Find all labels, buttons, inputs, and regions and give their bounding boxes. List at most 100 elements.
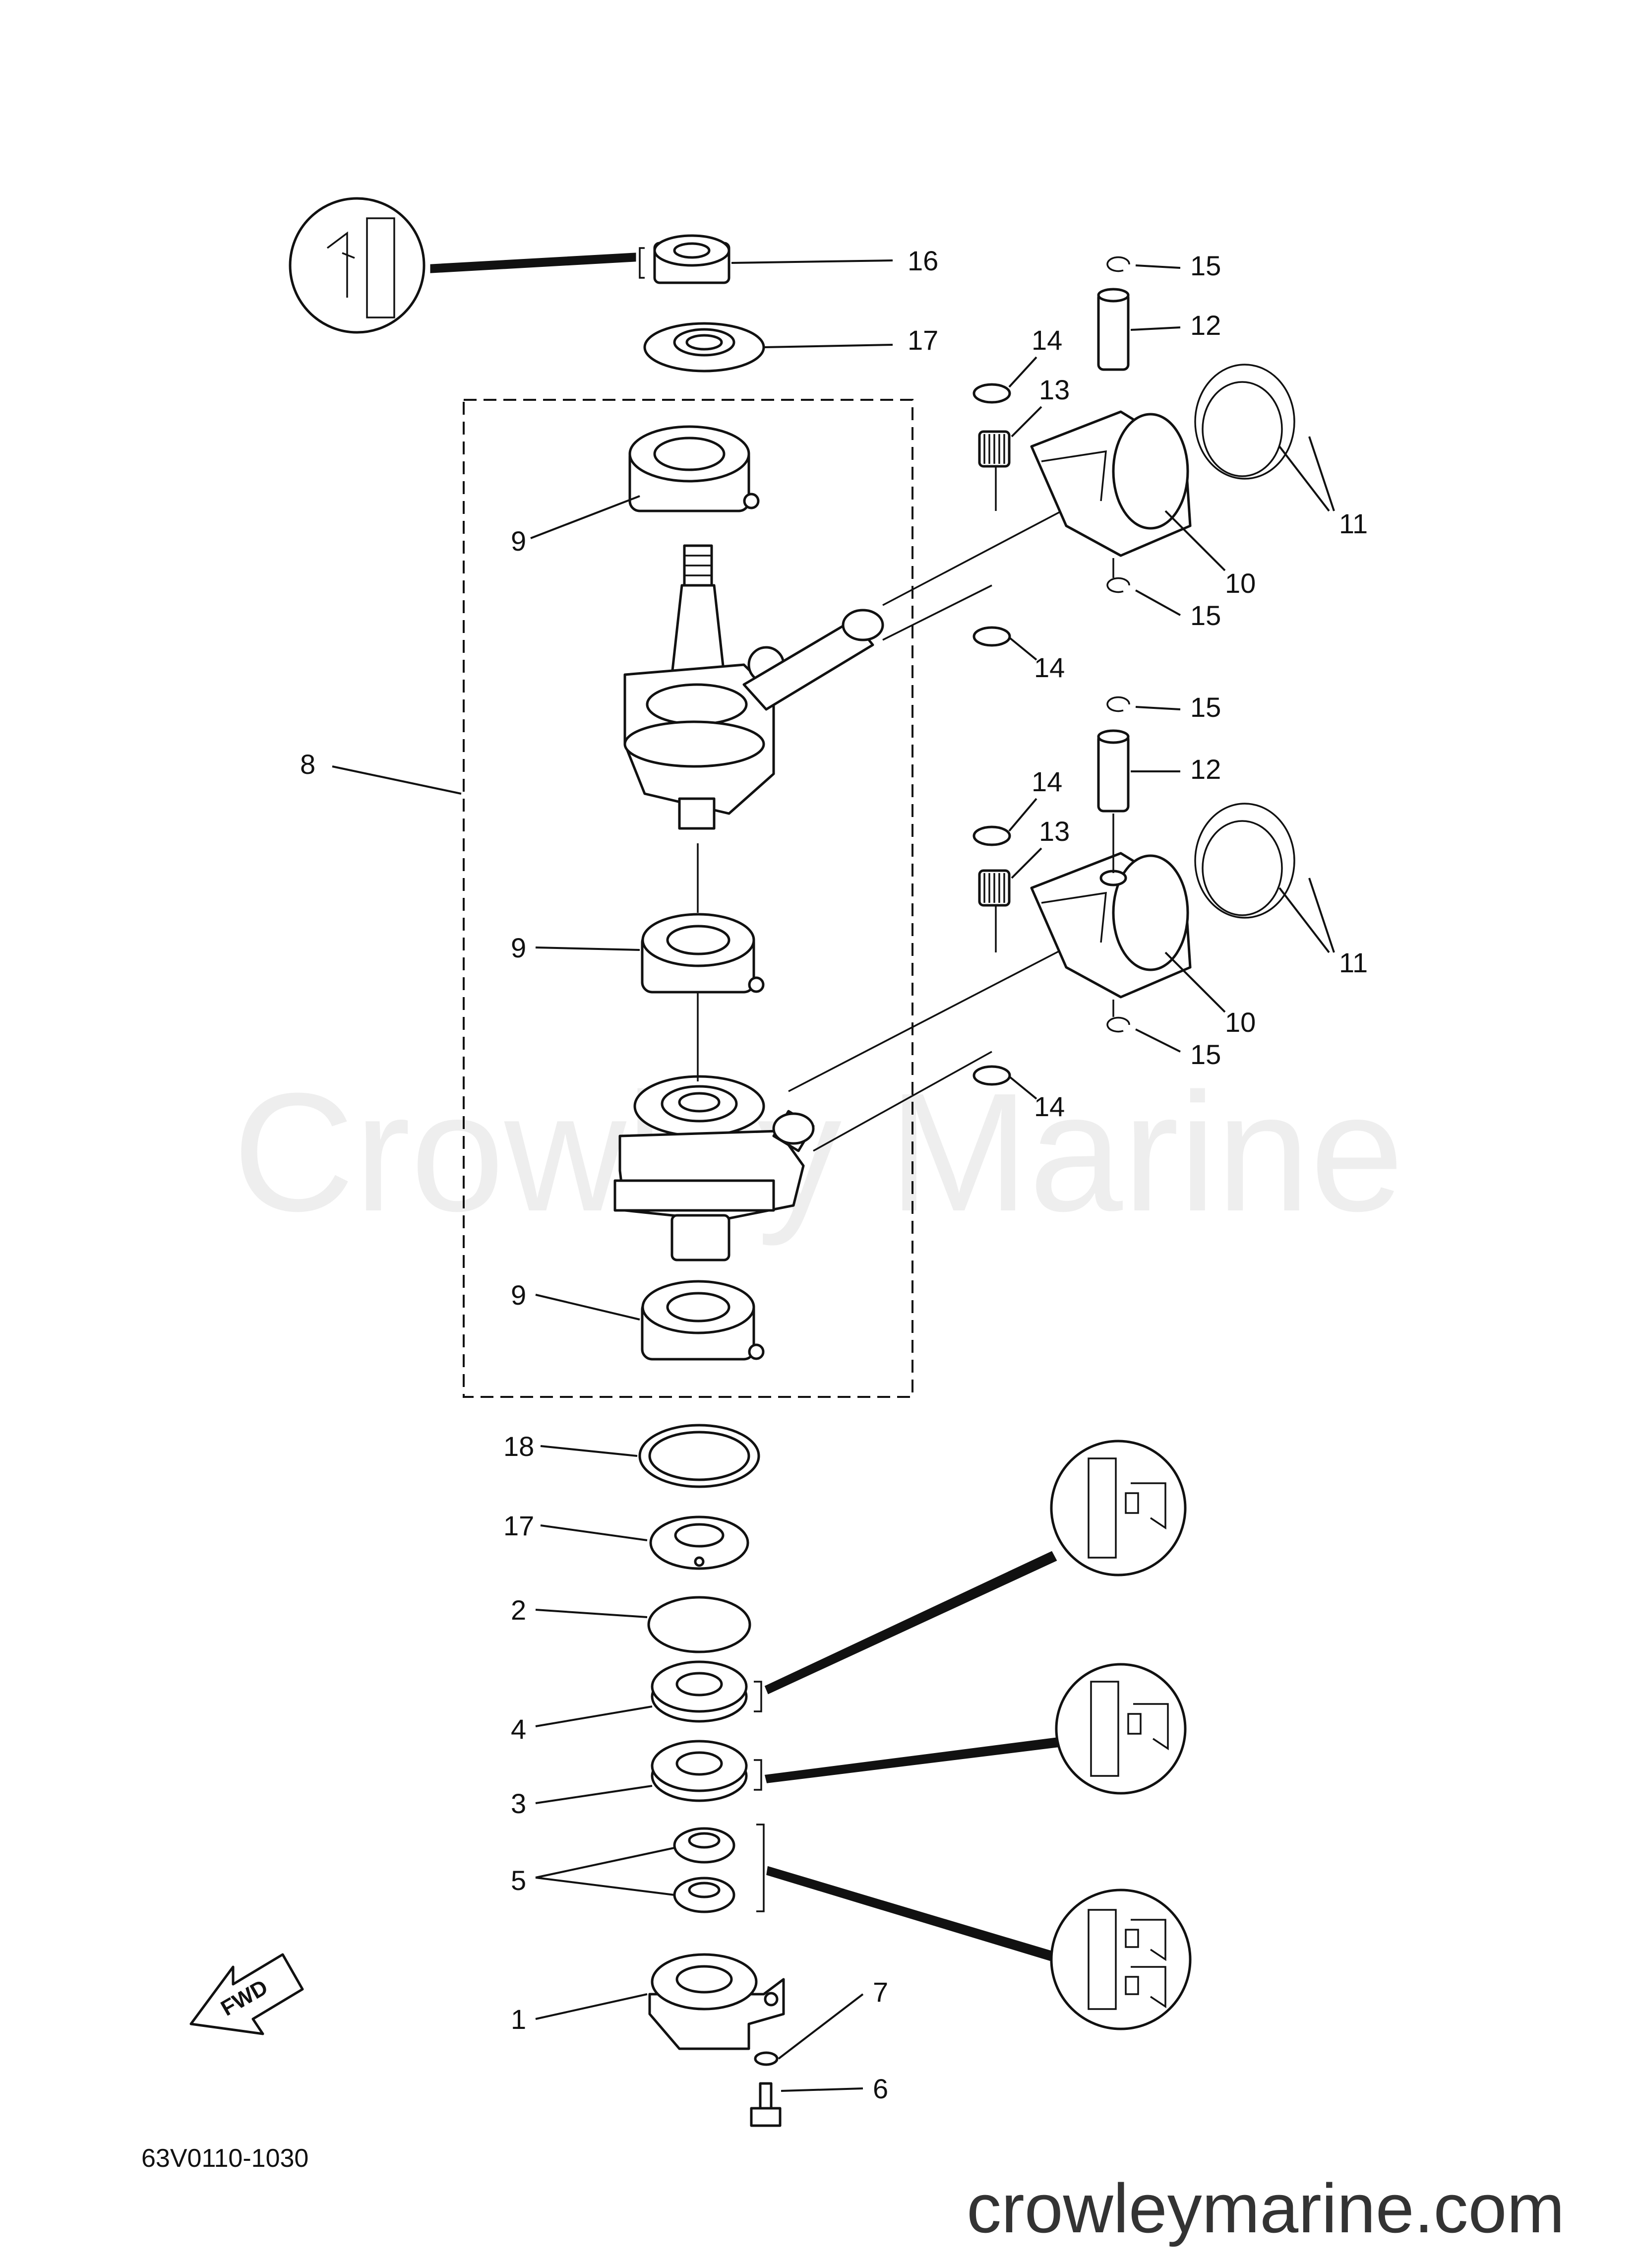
piston-pin-upper bbox=[1097, 288, 1130, 371]
leader-line bbox=[1278, 445, 1330, 512]
leader-line bbox=[1008, 798, 1037, 832]
callout-number: 2 bbox=[511, 1594, 526, 1626]
callout-number: 12 bbox=[1190, 310, 1221, 341]
leader-line bbox=[535, 1294, 640, 1321]
leader-line bbox=[1135, 264, 1181, 269]
website-text: crowleymarine.com bbox=[967, 2169, 1565, 2247]
leader-line bbox=[1011, 847, 1042, 879]
callout-9: 9 bbox=[511, 932, 640, 963]
leader-line bbox=[535, 1993, 648, 2020]
leader-line bbox=[332, 765, 462, 795]
leader-line bbox=[1135, 706, 1181, 710]
callout-number: 11 bbox=[1339, 947, 1368, 978]
detail-bubble-top bbox=[289, 197, 645, 334]
callout-number: 14 bbox=[1032, 324, 1062, 356]
washer-14-c bbox=[972, 825, 1011, 846]
bracket-4 bbox=[754, 1681, 762, 1712]
piston-pin-lower bbox=[1097, 729, 1130, 813]
gasket-18 bbox=[638, 1424, 760, 1488]
oil-seal-3 bbox=[651, 1740, 748, 1802]
leader-line bbox=[1308, 878, 1335, 953]
main-bearing-bottom bbox=[641, 1280, 765, 1361]
callout-number: 6 bbox=[873, 2073, 888, 2104]
callout-11: 11 bbox=[1278, 436, 1368, 539]
piston-lower bbox=[1030, 852, 1192, 999]
leader-line bbox=[535, 1609, 648, 1618]
piston-ring-lower bbox=[1194, 803, 1295, 919]
clip-15-c bbox=[1106, 696, 1130, 712]
forward-arrow: FWD bbox=[189, 1953, 304, 2035]
callout-12: 12 bbox=[1131, 754, 1221, 785]
piston-upper bbox=[1030, 410, 1192, 557]
callout-17: 17 bbox=[503, 1510, 648, 1541]
leader-line bbox=[530, 495, 640, 539]
bracket-5 bbox=[756, 1824, 765, 1912]
callout-number: 1 bbox=[511, 2004, 526, 2035]
leader-line bbox=[535, 1877, 675, 1896]
leader-line bbox=[535, 1785, 653, 1804]
leader-line bbox=[1008, 636, 1037, 661]
washer-14-d bbox=[972, 1065, 1011, 1086]
callout-number: 8 bbox=[300, 749, 315, 780]
callout-number: 7 bbox=[873, 1976, 888, 2008]
main-bearing-middle bbox=[641, 913, 765, 994]
callout-number: 9 bbox=[511, 525, 526, 557]
callout-13: 13 bbox=[1011, 374, 1070, 438]
callout-4: 4 bbox=[511, 1705, 653, 1745]
leader-line bbox=[540, 1524, 648, 1541]
leader-line bbox=[1008, 1075, 1037, 1100]
washer-14-b bbox=[972, 626, 1011, 647]
callout-14: 14 bbox=[1008, 324, 1062, 388]
leader-line bbox=[778, 1993, 864, 2060]
callout-15: 15 bbox=[1135, 1028, 1221, 1070]
leader-line bbox=[731, 259, 893, 264]
callout-1: 1 bbox=[511, 1993, 648, 2035]
callout-number: 15 bbox=[1190, 1039, 1221, 1070]
needle-bearing-lower bbox=[978, 869, 1011, 907]
callout-14: 14 bbox=[1008, 636, 1065, 683]
callout-number: 17 bbox=[503, 1510, 534, 1541]
crankshaft-assembly-boundary bbox=[463, 399, 913, 1398]
callout-17: 17 bbox=[763, 324, 938, 356]
callout-2: 2 bbox=[511, 1594, 648, 1626]
callout-3: 3 bbox=[511, 1785, 653, 1819]
callout-11: 11 bbox=[1278, 878, 1368, 978]
callout-number: 10 bbox=[1225, 567, 1256, 599]
leader-line bbox=[535, 1705, 653, 1727]
crankshaft-lower bbox=[613, 1075, 805, 1261]
callout-number: 14 bbox=[1034, 652, 1065, 683]
leader-line bbox=[1308, 436, 1335, 511]
callout-9: 9 bbox=[511, 1279, 640, 1321]
callout-13: 13 bbox=[1011, 816, 1070, 879]
connecting-rod-upper bbox=[742, 446, 1072, 711]
callout-number: 15 bbox=[1190, 600, 1221, 631]
callout-7: 7 bbox=[778, 1976, 888, 2060]
detail-bubble-seal-5 bbox=[766, 1866, 1192, 2030]
leader-line bbox=[1278, 887, 1330, 953]
callout-8: 8 bbox=[300, 749, 462, 795]
bearing-housing-upper bbox=[643, 322, 765, 373]
leader-line bbox=[1135, 1028, 1181, 1053]
callout-18: 18 bbox=[503, 1431, 638, 1462]
callout-16: 16 bbox=[731, 245, 938, 276]
callout-number: 16 bbox=[908, 245, 938, 276]
leader-line bbox=[540, 1445, 638, 1457]
leader-line bbox=[1164, 951, 1226, 1013]
drawing-code: 63V0110-1030 bbox=[141, 2144, 308, 2173]
bolt-6 bbox=[750, 2082, 782, 2127]
callout-layer: 1617151214131110151498151214131110151499… bbox=[300, 245, 1368, 2104]
callout-10: 10 bbox=[1164, 951, 1256, 1038]
callout-number: 14 bbox=[1032, 766, 1062, 797]
callout-14: 14 bbox=[1008, 1075, 1065, 1122]
callout-10: 10 bbox=[1164, 510, 1256, 599]
callout-number: 15 bbox=[1190, 250, 1221, 281]
needle-bearing-upper bbox=[978, 430, 1011, 468]
detail-bubble-seal-3 bbox=[764, 1663, 1187, 1795]
main-bearing-top bbox=[628, 425, 760, 512]
leader-line bbox=[535, 1847, 675, 1879]
o-ring-2 bbox=[647, 1596, 751, 1653]
bearing-housing-17-lower bbox=[649, 1515, 749, 1570]
washer-7 bbox=[754, 2051, 779, 2066]
